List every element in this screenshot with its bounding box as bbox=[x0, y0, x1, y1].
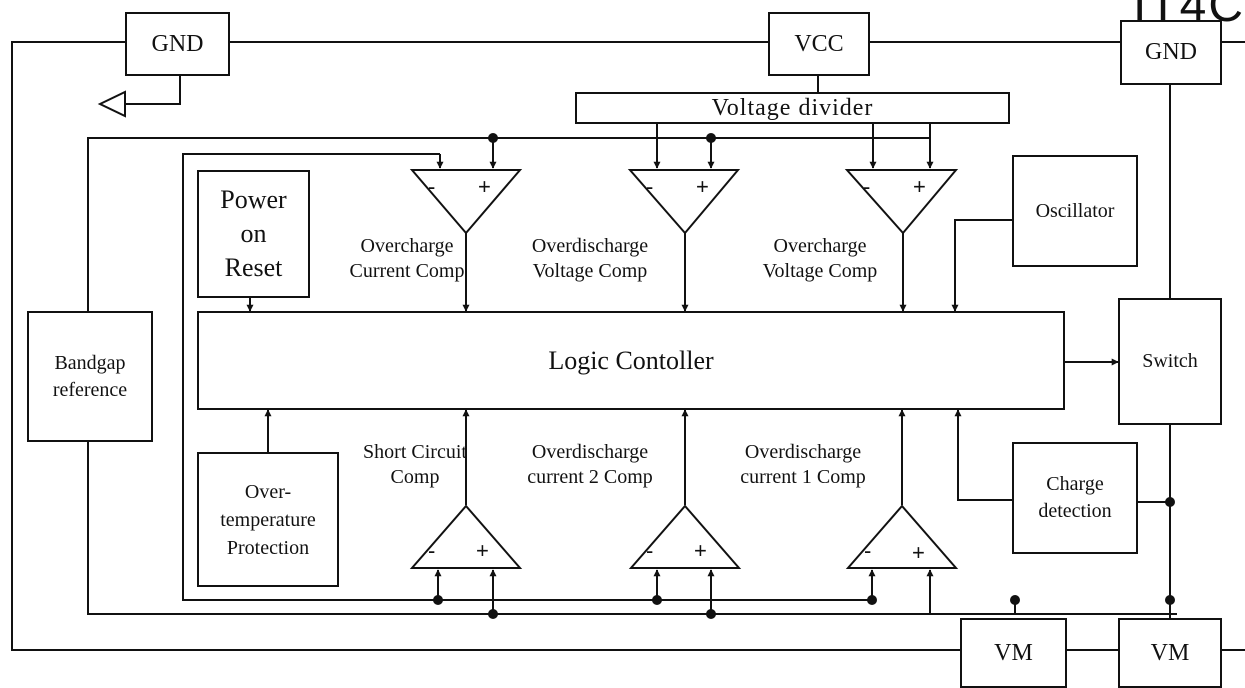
short-circuit-comp-label: Short Circuit Comp bbox=[363, 441, 467, 488]
svg-text:-: - bbox=[864, 538, 871, 563]
comparator-short-circuit-triangle bbox=[409, 504, 523, 569]
connection-lines bbox=[11, 41, 1245, 651]
power-on-reset-block: Power on Reset bbox=[197, 170, 310, 298]
comparator-overdischarge-voltage-triangle bbox=[627, 169, 741, 235]
gnd-left-block: GND bbox=[125, 12, 230, 76]
comparator-overcharge-current-triangle bbox=[409, 169, 523, 235]
charge-detection-block: Charge detection bbox=[1012, 442, 1138, 554]
bandgap-reference-block: Bandgap reference bbox=[27, 311, 153, 442]
overdischarge-voltage-comp-label: Overdischarge Voltage Comp bbox=[531, 235, 649, 282]
comparator-overcharge-voltage-triangle bbox=[844, 169, 959, 235]
overdischarge-current2-comp-label: Overdischarge current 2 Comp bbox=[527, 441, 653, 488]
svg-text:+: + bbox=[912, 540, 925, 565]
svg-text:-: - bbox=[428, 538, 435, 563]
svg-text:-: - bbox=[646, 174, 653, 199]
oscillator-block: Oscillator bbox=[1012, 155, 1138, 267]
svg-text:+: + bbox=[696, 174, 709, 199]
overtemperature-protection-block: Over- temperature Protection bbox=[197, 452, 339, 587]
switch-block: Switch bbox=[1118, 298, 1222, 425]
logic-controller-block: Logic Contoller bbox=[197, 311, 1065, 410]
comparator-overdischarge-current2-triangle bbox=[628, 504, 742, 569]
overdischarge-current1-comp-label: Overdischarge current 1 Comp bbox=[740, 441, 866, 488]
overcharge-voltage-comp-label: Overcharge Voltage Comp bbox=[762, 235, 878, 282]
svg-text:-: - bbox=[646, 538, 653, 563]
comparator-overdischarge-current1-triangle bbox=[845, 504, 959, 569]
vcc-block: VCC bbox=[768, 12, 870, 76]
svg-text:+: + bbox=[478, 174, 491, 199]
comparator-triangles bbox=[409, 169, 959, 569]
svg-text:-: - bbox=[428, 174, 435, 199]
voltage-divider-block: Voltage divider bbox=[575, 92, 1010, 124]
svg-text:-: - bbox=[863, 174, 870, 199]
comparator-signs: - + - + - + - + - + - + bbox=[428, 174, 926, 565]
ground-symbol bbox=[97, 90, 126, 118]
vm-left-block: VM bbox=[960, 618, 1067, 688]
junction-dots bbox=[433, 133, 1175, 619]
svg-text:+: + bbox=[913, 174, 926, 199]
svg-text:+: + bbox=[476, 538, 489, 563]
svg-text:+: + bbox=[694, 538, 707, 563]
vm-right-block: VM bbox=[1118, 618, 1222, 688]
overcharge-current-comp-label: Overcharge Current Comp bbox=[349, 235, 465, 282]
gnd-right-block: GND bbox=[1120, 20, 1222, 85]
